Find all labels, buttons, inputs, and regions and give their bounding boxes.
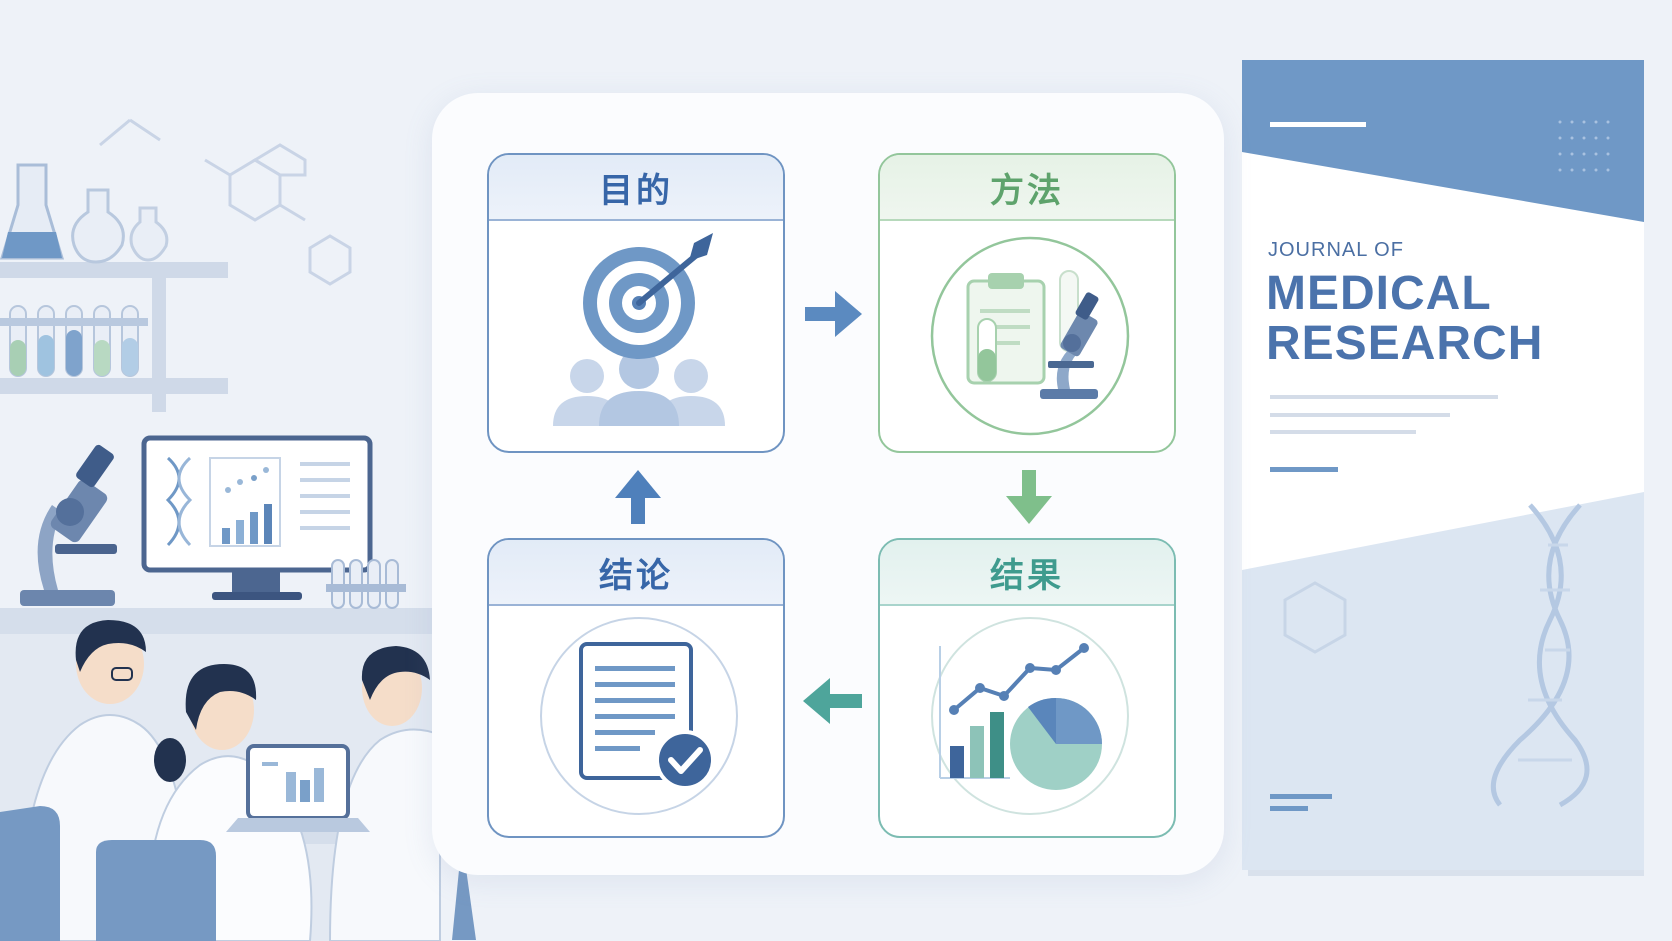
dna-icon bbox=[1490, 503, 1590, 808]
flask-icon bbox=[0, 163, 169, 264]
method-box: 方法 bbox=[878, 153, 1176, 453]
target-icon bbox=[553, 233, 725, 426]
conclusion-title: 结论 bbox=[489, 540, 783, 606]
monitor-icon bbox=[141, 435, 373, 600]
lab-shelf bbox=[0, 262, 228, 278]
results-title: 结果 bbox=[880, 540, 1174, 606]
lab-desk bbox=[0, 608, 440, 634]
microscope-icon bbox=[1040, 292, 1099, 399]
conclusion-box: 结论 bbox=[487, 538, 785, 838]
researchers-icon bbox=[0, 620, 476, 941]
molecule-icon bbox=[99, 118, 352, 286]
report-check-icon bbox=[540, 617, 738, 815]
journal-title-medical: MEDICAL bbox=[1266, 267, 1492, 320]
test-tubes-icon bbox=[0, 305, 148, 377]
cover-dots-pattern bbox=[1558, 120, 1610, 172]
tube-rack-icon bbox=[326, 559, 406, 609]
chart-icon bbox=[931, 617, 1129, 815]
microscope-icon bbox=[20, 444, 117, 606]
journal-title-research: RESEARCH bbox=[1266, 317, 1544, 370]
results-box: 结果 bbox=[878, 538, 1176, 838]
method-title: 方法 bbox=[880, 155, 1174, 221]
purpose-title: 目的 bbox=[489, 155, 783, 221]
purpose-box: 目的 bbox=[487, 153, 785, 453]
journal-label: JOURNAL OF bbox=[1268, 239, 1404, 261]
molecule-icon bbox=[1283, 581, 1347, 654]
